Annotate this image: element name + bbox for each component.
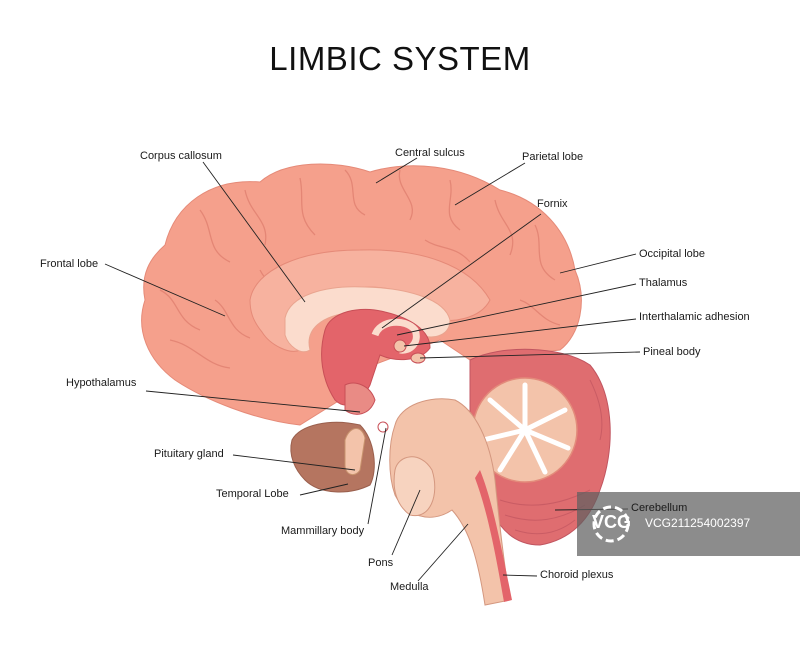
watermark-logo-icon — [592, 505, 630, 543]
pituitary-shape — [344, 428, 366, 476]
label-frontal-lobe: Frontal lobe — [40, 258, 99, 270]
label-hypothalamus: Hypothalamus — [66, 377, 137, 389]
label-medulla: Medulla — [390, 581, 429, 593]
label-temporal-lobe: Temporal Lobe — [216, 488, 289, 500]
label-pons: Pons — [368, 557, 394, 569]
leader-thalamus — [396, 283, 637, 336]
label-pituitary-gland: Pituitary gland — [154, 448, 224, 460]
leader-corpus-callosum — [202, 161, 306, 303]
watermark-text: VCG211254002397 — [645, 516, 751, 530]
leader-occipital-lobe — [559, 253, 637, 274]
label-fornix: Fornix — [537, 198, 568, 210]
leader-mammillary-body — [367, 427, 387, 525]
leader-parietal-lobe — [454, 162, 526, 206]
label-corpus-callosum: Corpus callosum — [140, 150, 222, 162]
hypothalamus-shape — [344, 382, 376, 415]
label-thalamus: Thalamus — [639, 277, 688, 289]
leader-hypothalamus — [145, 390, 361, 413]
leader-temporal-lobe — [299, 483, 349, 496]
label-mammillary-body: Mammillary body — [281, 525, 365, 537]
diagram-title: LIMBIC SYSTEM — [269, 40, 531, 77]
choroid-plexus-shape — [475, 470, 512, 602]
label-cerebellum: Cerebellum — [631, 502, 688, 514]
label-central-sulcus: Central sulcus — [395, 147, 465, 159]
label-pineal-body: Pineal body — [643, 346, 701, 358]
leader-medulla — [417, 523, 469, 582]
pons-shape — [393, 456, 436, 517]
leader-fornix — [381, 213, 542, 329]
thalamus-shape — [321, 308, 431, 406]
mammillary-body-shape — [377, 421, 389, 433]
leader-frontal-lobe — [104, 263, 226, 317]
leader-lines — [104, 157, 641, 582]
watermark-brand: VCG — [592, 512, 632, 532]
leader-interthalamic-adhesion — [403, 318, 637, 347]
fornix-shape — [371, 318, 420, 354]
label-interthalamic-adhesion: Interthalamic adhesion — [639, 311, 750, 323]
leader-pituitary-gland — [232, 454, 356, 471]
label-occipital-lobe: Occipital lobe — [639, 248, 706, 260]
arbor-vitae-branches — [480, 382, 571, 475]
leader-central-sulcus — [375, 157, 418, 184]
watermark-overlay: VCG VCG211254002397 — [577, 492, 800, 556]
leader-pineal-body — [419, 351, 641, 359]
label-choroid-plexus: Choroid plexus — [540, 569, 614, 581]
leader-choroid-plexus — [502, 574, 538, 577]
leader-pons — [391, 489, 421, 556]
label-parietal-lobe: Parietal lobe — [522, 151, 584, 163]
